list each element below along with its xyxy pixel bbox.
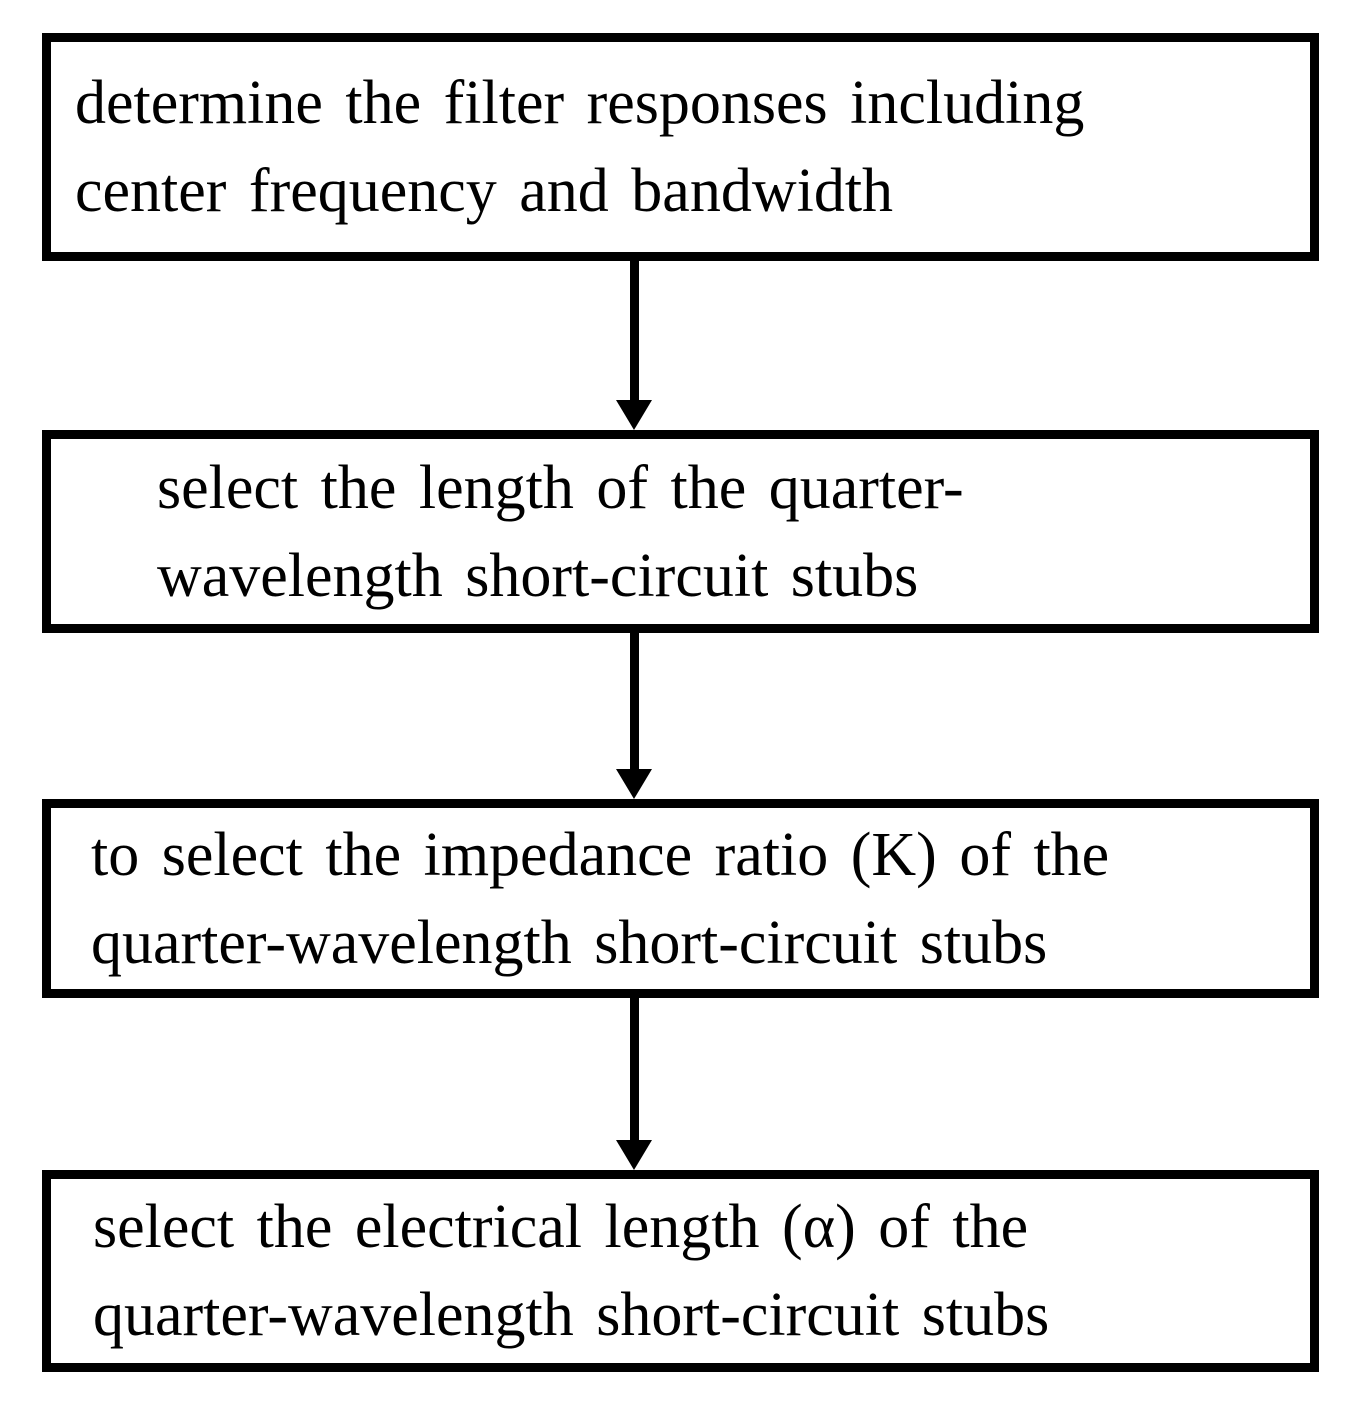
step-text-line: wavelength short-circuit stubs — [157, 541, 919, 610]
arrow-stem — [629, 998, 639, 1140]
step-text-line: to select the impedance ratio (K) of the — [91, 820, 1110, 889]
step-text-line: determine the filter responses including — [75, 69, 1085, 137]
arrow-down-connector-1 — [616, 261, 652, 430]
step-box-determine-responses: determine the filter responses including… — [42, 33, 1319, 261]
step-text-line: select the length of the quarter- — [157, 453, 964, 522]
step-box-select-electrical-length: select the electrical length (α) of the … — [42, 1170, 1319, 1372]
arrow-head-icon — [616, 769, 652, 799]
arrow-head-icon — [616, 1140, 652, 1170]
arrow-down-connector-2 — [616, 633, 652, 799]
arrow-stem — [629, 633, 639, 769]
step-box-select-stub-length: select the length of the quarter- wavele… — [42, 430, 1319, 633]
step-text-line: select the electrical length (α) of the — [93, 1193, 1029, 1261]
arrow-head-icon — [616, 400, 652, 430]
step-text-line: center frequency and bandwidth — [75, 157, 894, 225]
step-text-line: quarter-wavelength short-circuit stubs — [93, 1281, 1050, 1349]
step-box-select-impedance-ratio: to select the impedance ratio (K) of the… — [42, 799, 1319, 998]
arrow-stem — [629, 261, 639, 400]
arrow-down-connector-3 — [616, 998, 652, 1170]
step-text-line: quarter-wavelength short-circuit stubs — [91, 908, 1048, 977]
